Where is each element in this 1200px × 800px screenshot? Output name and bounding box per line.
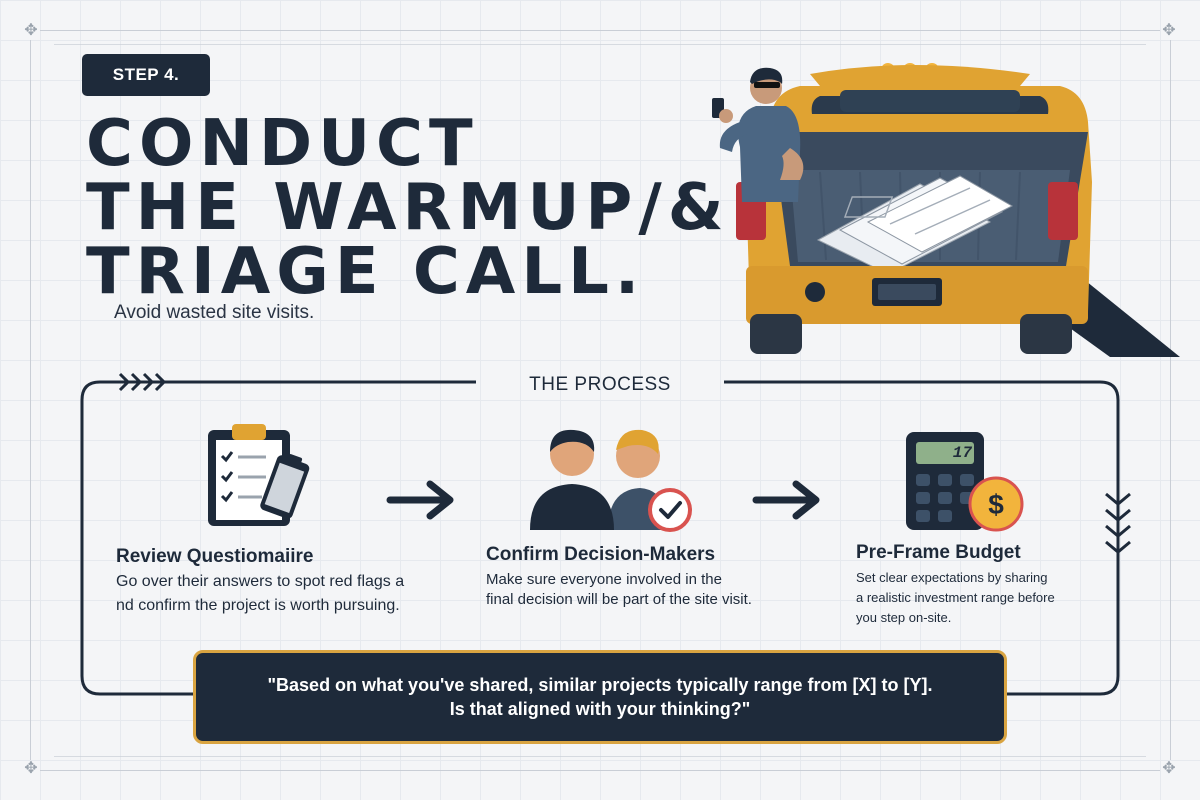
corner-ornament-icon: ✥ (24, 22, 38, 39)
process-heading: THE PROCESS (529, 374, 671, 395)
step-description-line: you step on-site. (856, 610, 952, 625)
step-description: Go over their answers to spot red flags … (116, 570, 436, 618)
step-description-line: Go over their answers to spot red flags … (116, 573, 405, 590)
page-title: CONDUCT THE WARMUP/& TRIAGE CALL. (86, 112, 726, 304)
tail-light-right (1048, 182, 1078, 240)
step-description-line: nd confirm the project is worth pursuing… (116, 597, 400, 614)
step-description-line: Set clear expectations by sharing (856, 570, 1048, 585)
quote-box: "Based on what you've shared, similar pr… (193, 650, 1007, 744)
quote-line: Is that aligned with your thinking?" (449, 699, 751, 719)
frame-inner-bottom-line (54, 756, 1146, 757)
title-line: THE WARMUP/& (86, 171, 730, 245)
clipboard-icon (208, 424, 310, 526)
step-pre-frame-budget: Pre-Frame Budget Set clear expectations … (856, 542, 1086, 628)
tire-left (750, 314, 802, 354)
title-line: CONDUCT (86, 107, 479, 181)
calculator-dollar-icon: $ 17 (904, 430, 1028, 534)
step-description-line: final decision will be part of the site … (486, 591, 752, 608)
people-check-icon (530, 429, 692, 532)
step-title: Confirm Decision-Makers (486, 544, 716, 565)
calculator-display: 17 (952, 444, 972, 462)
frame-bottom-line (40, 770, 1160, 771)
frame-inner-top-line (54, 44, 1146, 45)
corner-ornament-icon: ✥ (1162, 22, 1176, 39)
corner-ornament-icon: ✥ (24, 760, 38, 777)
arrow-right-icon (386, 480, 454, 520)
title-line: TRIAGE CALL. (86, 235, 646, 309)
chevrons-right-icon (118, 372, 167, 392)
step-description-line: a realistic investment range before (856, 590, 1055, 605)
truck-cab-glass (840, 90, 1020, 112)
step-description: Set clear expectations by sharing a real… (856, 568, 1066, 628)
step-title: Review Questiomaiire (116, 546, 314, 567)
step-review-questionnaire: Review Questiomaiire Go over their answe… (116, 546, 446, 618)
step-title: Pre-Frame Budget (856, 542, 1021, 563)
quote-text: "Based on what you've shared, similar pr… (220, 673, 980, 721)
frame-left-line (30, 40, 31, 760)
roof-strip (810, 65, 1030, 86)
tow-hitch (805, 282, 825, 302)
corner-ornament-icon: ✥ (1162, 760, 1176, 777)
step-confirm-decision-makers: Confirm Decision-Makers Make sure everyo… (486, 544, 786, 610)
blueprint-papers (816, 175, 1014, 275)
quote-line: "Based on what you've shared, similar pr… (267, 675, 933, 695)
step-description: Make sure everyone involved in the final… (486, 570, 776, 610)
arrow-right-icon (752, 480, 820, 520)
truck-illustration (712, 63, 1180, 357)
frame-right-line (1170, 40, 1171, 760)
subtitle: Avoid wasted site visits. (114, 302, 315, 323)
chevrons-down-icon (1105, 492, 1131, 554)
step-badge: STEP 4. (82, 54, 210, 96)
tire-right (1020, 314, 1072, 354)
svg-text:$: $ (988, 489, 1004, 520)
frame-top-line (40, 30, 1160, 31)
step-description-line: Make sure everyone involved in the (486, 571, 722, 588)
man-figure (712, 67, 804, 202)
